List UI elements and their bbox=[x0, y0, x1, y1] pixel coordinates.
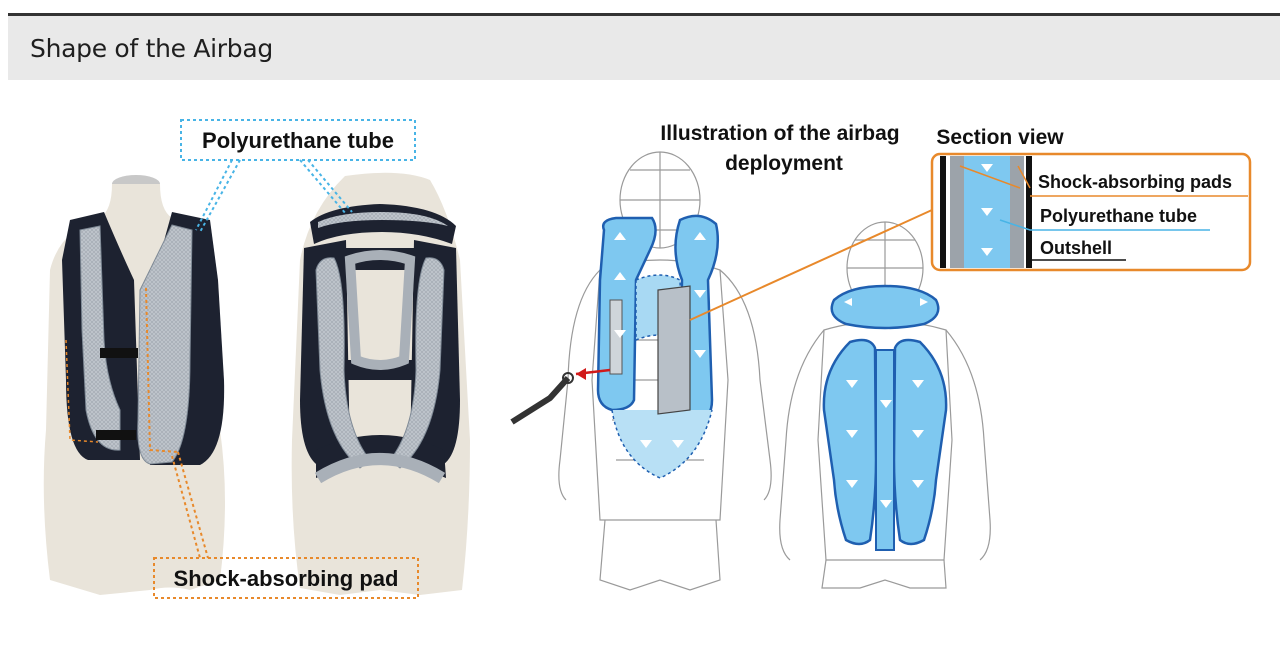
airbag-figure: Polyurethane tube Shock-absorbing pad Il… bbox=[0, 80, 1280, 646]
back-tube-left bbox=[315, 257, 371, 469]
buckle-lower bbox=[96, 430, 136, 440]
illustration-title-line1: Illustration of the airbag bbox=[660, 122, 899, 145]
section-label-shock-absorbing-pads: Shock-absorbing pads bbox=[1038, 172, 1232, 192]
section-label-outshell: Outshell bbox=[1040, 238, 1112, 258]
shock-pad-callout: Shock-absorbing pad bbox=[153, 451, 419, 599]
shock-pad-panel bbox=[657, 285, 691, 415]
tether-cable bbox=[510, 375, 571, 425]
buckle-upper bbox=[100, 348, 138, 358]
airflow-arrows-front bbox=[614, 232, 706, 448]
airbag-diagram-svg: Polyurethane tube Shock-absorbing pad Il… bbox=[43, 119, 1252, 599]
section-view-box: Shock-absorbing pads Polyurethane tube O… bbox=[930, 152, 1252, 272]
section-label-polyurethane-tube: Polyurethane tube bbox=[1040, 206, 1197, 226]
front-tube-right bbox=[137, 224, 193, 465]
illustration-title-line2: deployment bbox=[725, 152, 843, 175]
label-shock-absorbing-pad: Shock-absorbing pad bbox=[174, 566, 399, 591]
back-tube-right bbox=[389, 257, 445, 469]
vest-front-photo bbox=[43, 175, 225, 595]
section-view-title: Section view bbox=[936, 126, 1064, 149]
section-header: Shape of the Airbag bbox=[8, 16, 1280, 80]
deployment-airbag-back bbox=[822, 284, 948, 551]
label-polyurethane-tube: Polyurethane tube bbox=[202, 128, 394, 153]
back-collar bbox=[310, 204, 456, 244]
section-leader-line bbox=[689, 209, 933, 321]
header-top-rule bbox=[8, 13, 1280, 16]
airbag-back-right-lobe bbox=[892, 338, 948, 546]
vest-back-photo bbox=[291, 172, 470, 596]
deployment-airbag-front bbox=[510, 214, 719, 479]
airbag-back-collar bbox=[830, 284, 940, 330]
inflator-canister bbox=[609, 299, 623, 375]
airbag-back-left-lobe bbox=[822, 338, 878, 546]
polyurethane-tube-callout: Polyurethane tube bbox=[180, 119, 416, 233]
airflow-arrows-back bbox=[844, 298, 928, 508]
callout-box-blue bbox=[180, 119, 416, 161]
pad-dotted-outline-front bbox=[145, 287, 179, 453]
callout-box-orange bbox=[153, 557, 419, 599]
page-title: Shape of the Airbag bbox=[30, 34, 273, 63]
